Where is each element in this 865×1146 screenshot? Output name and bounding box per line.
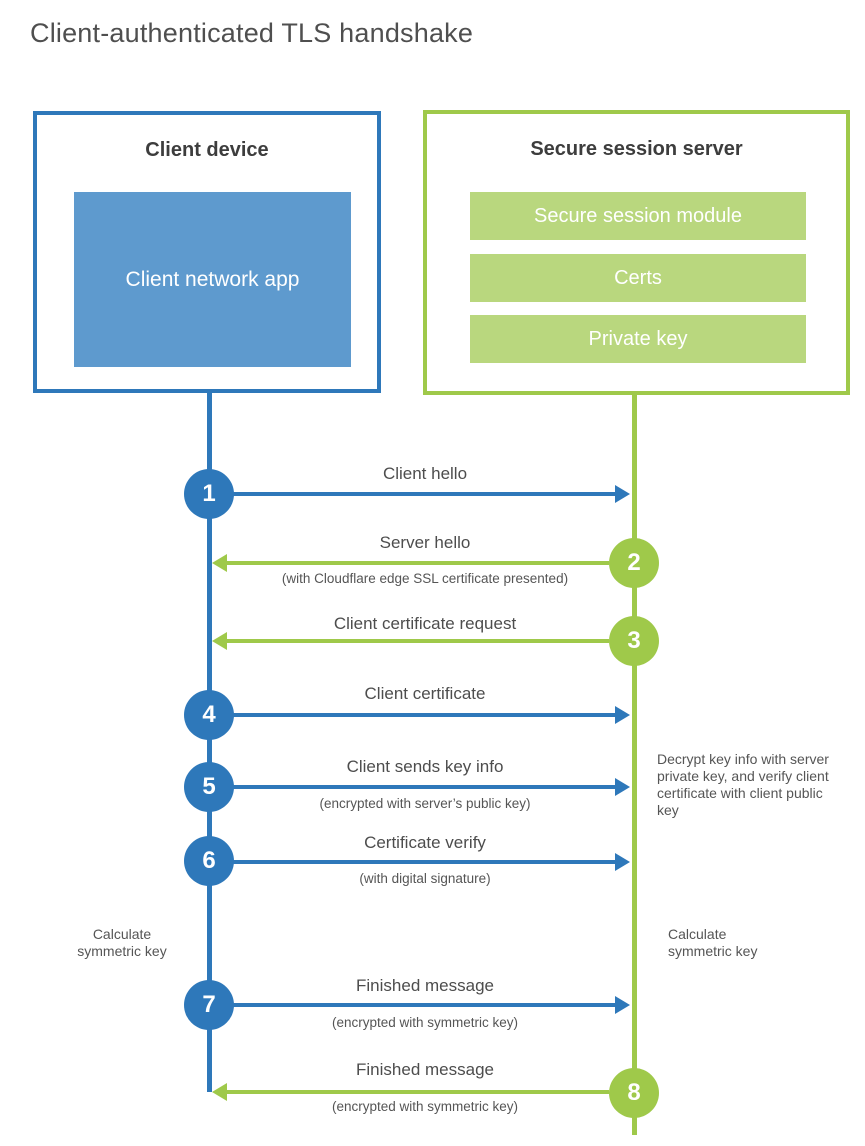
step-4-number: 4	[202, 701, 216, 728]
step-8-sublabel: (encrypted with symmetric key)	[331, 1099, 519, 1114]
secure-session-server-box: Secure session server Secure session mod…	[423, 110, 850, 395]
step-6-arrow-right	[232, 853, 630, 871]
client-network-app-box: Client network app	[74, 192, 351, 367]
calculate-symmetric-key-server-note: Calculate symmetric key	[668, 926, 758, 959]
step-7-number: 7	[202, 991, 216, 1018]
secure-session-server-title: Secure session server	[530, 138, 743, 160]
step-4-circle: 4	[184, 690, 234, 740]
step-3-label: Client certificate request	[333, 614, 517, 633]
step-5-arrow-right	[232, 778, 630, 796]
step-8-circle: 8	[609, 1068, 659, 1118]
step-7-arrow-right	[232, 996, 630, 1014]
calculate-symmetric-key-client-note: Calculate symmetric key	[77, 926, 167, 959]
page-title: Client-authenticated TLS handshake	[30, 18, 474, 48]
step-2-circle: 2	[609, 538, 659, 588]
step-6-sublabel: (with digital signature)	[359, 871, 491, 886]
step-4-arrow-right	[232, 706, 630, 724]
step-8-number: 8	[627, 1079, 641, 1106]
step-7-label: Finished message	[356, 976, 494, 995]
step-6-circle: 6	[184, 836, 234, 886]
client-device-title: Client device	[145, 139, 269, 161]
step-5-label: Client sends key info	[346, 757, 504, 776]
step-3-arrow-left	[212, 632, 609, 650]
client-network-app-label: Client network app	[125, 268, 300, 291]
step-6-number: 6	[202, 847, 216, 874]
step-1-arrow-right	[232, 485, 630, 503]
server-module-secure-session: Secure session module	[470, 192, 806, 240]
step-2-arrow-left	[212, 554, 609, 572]
step-7-circle: 7	[184, 980, 234, 1030]
step-6-label: Certificate verify	[364, 833, 486, 852]
step-3-circle: 3	[609, 616, 659, 666]
step-2-number: 2	[627, 549, 641, 576]
step-2-sublabel: (with Cloudflare edge SSL certificate pr…	[281, 571, 569, 586]
step-5-number: 5	[202, 773, 216, 800]
step-2-label: Server hello	[379, 533, 471, 552]
server-module-private-key: Private key	[470, 315, 806, 363]
step-1-number: 1	[202, 480, 216, 507]
server-module-certs: Certs	[470, 254, 806, 302]
step-3-number: 3	[627, 627, 641, 654]
step-5-circle: 5	[184, 762, 234, 812]
step-4-label: Client certificate	[364, 684, 486, 703]
step-7-sublabel: (encrypted with symmetric key)	[331, 1015, 519, 1030]
step-1-circle: 1	[184, 469, 234, 519]
decrypt-note: Decrypt key info with server private key…	[657, 751, 829, 818]
step-8-arrow-left	[212, 1083, 609, 1101]
client-device-box: Client device Client network app	[33, 111, 381, 393]
step-8-label: Finished message	[356, 1060, 494, 1079]
step-1-label: Client hello	[382, 464, 468, 483]
step-5-sublabel: (encrypted with server’s public key)	[319, 796, 531, 811]
server-lifeline	[632, 395, 637, 1135]
client-lifeline	[207, 393, 212, 1092]
